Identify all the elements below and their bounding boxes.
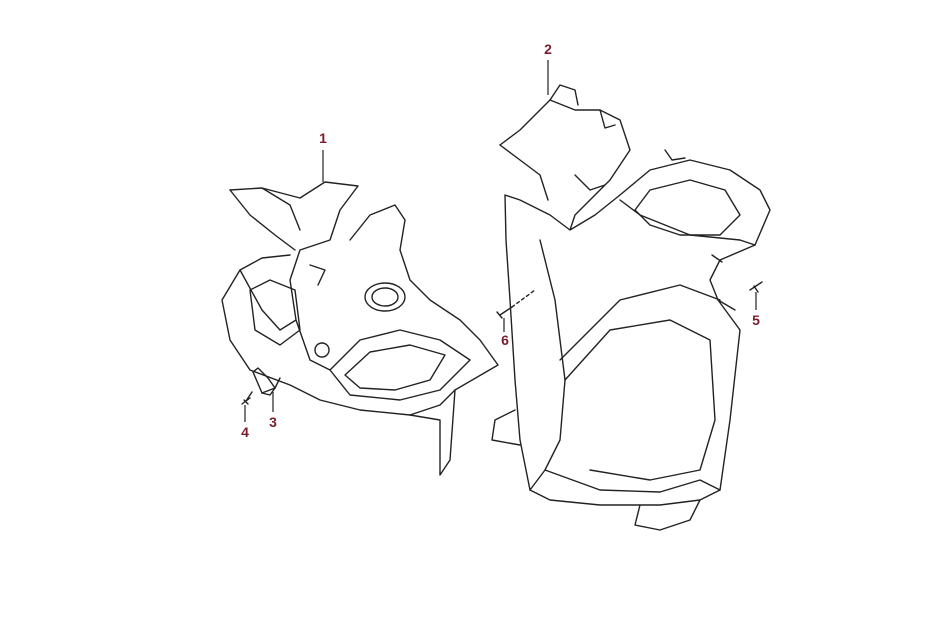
- part-3-clip: [252, 367, 281, 396]
- part-5-screw: [749, 281, 763, 293]
- part-6-screw: [496, 289, 536, 319]
- callout-3: 3: [269, 414, 277, 430]
- callout-1: 1: [319, 130, 327, 146]
- part-1-front-inner-cover: [221, 181, 499, 476]
- part-2-rear-inner-cover: [491, 84, 771, 531]
- callout-5: 5: [752, 312, 760, 328]
- callout-6: 6: [501, 332, 509, 348]
- callout-2: 2: [544, 41, 552, 57]
- part-4-screw: [241, 391, 253, 405]
- callout-4: 4: [241, 424, 249, 440]
